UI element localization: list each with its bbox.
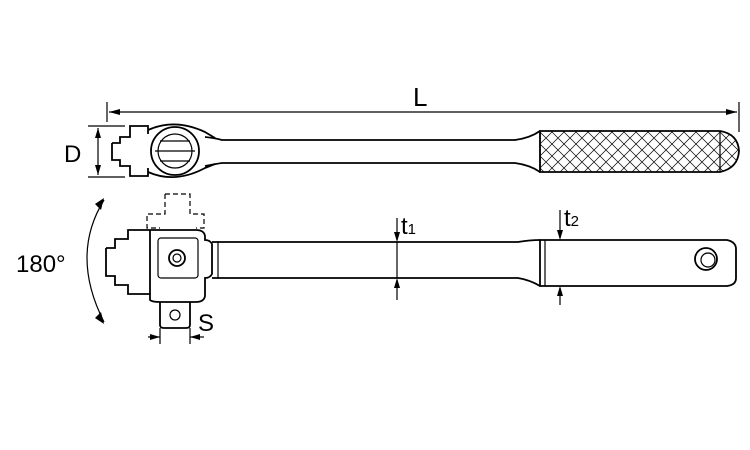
dimension-square: S xyxy=(148,310,214,344)
head-alt-position xyxy=(146,193,205,229)
handle-side xyxy=(539,239,737,287)
length-label: L xyxy=(413,82,427,112)
dimension-t2: t2 xyxy=(557,205,579,305)
side-view: 180° S xyxy=(16,193,737,344)
shaft-top xyxy=(204,130,541,173)
diameter-label: D xyxy=(64,141,81,168)
knurled-grip xyxy=(539,130,740,173)
top-view: L D xyxy=(64,82,740,178)
head-side xyxy=(105,229,213,329)
dimension-length: L xyxy=(106,82,740,132)
angle-label: 180° xyxy=(16,251,66,278)
head-top xyxy=(111,123,216,178)
dimension-diameter: D xyxy=(64,125,125,178)
dimension-t1: t1 xyxy=(394,213,416,300)
shaft-side xyxy=(212,239,541,287)
square-label: S xyxy=(198,310,214,337)
t2-label: t2 xyxy=(564,205,579,232)
rotation-arrow: 180° xyxy=(16,198,105,324)
t1-label: t1 xyxy=(401,213,416,240)
